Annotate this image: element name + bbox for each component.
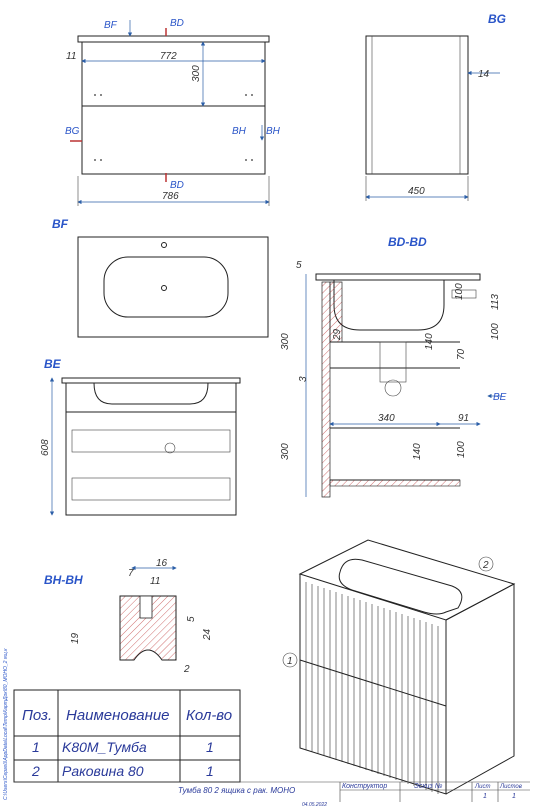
side-view: BG 14 450 xyxy=(365,12,506,201)
front-dots xyxy=(94,94,253,161)
dim-top-offset: 11 xyxy=(66,51,76,62)
table-cell-name: K80M_Тумба xyxy=(62,739,147,755)
dim-bd: 91 xyxy=(458,413,469,424)
dim-bd: 3 xyxy=(298,376,309,382)
top-tap-hole xyxy=(161,242,167,248)
front-section-label: BF xyxy=(104,20,118,31)
dim-bd: 140 xyxy=(424,333,435,350)
detail-bh-label: BH-BH xyxy=(44,573,83,587)
side-body xyxy=(365,35,469,175)
title-date: 04.05.2022 xyxy=(302,802,327,808)
dim-bd: 100 xyxy=(456,441,467,458)
table-cell-pos: 2 xyxy=(31,763,40,779)
detail-bh: BH-BH 16 7 11 5 19 24 2 xyxy=(44,558,213,675)
iso-side xyxy=(445,583,515,795)
table-header-pos: Поз. xyxy=(22,707,52,724)
iso-fluting xyxy=(305,582,439,794)
iso-front xyxy=(299,574,447,795)
callout-circle xyxy=(282,652,298,668)
table-cell-qty: 1 xyxy=(206,739,214,755)
front-section-label: BD xyxy=(170,18,184,29)
file-path-note: С:\Users\Сергей\AppData\Local\Temp\КартД… xyxy=(2,648,9,800)
side-view-label: BG xyxy=(488,12,506,26)
callout-circle xyxy=(478,556,494,572)
section-siphon xyxy=(379,341,407,383)
dim-bd: 29 xyxy=(332,328,343,341)
table-header-qty: Кол-во xyxy=(186,707,232,724)
title-sketch-no: Эскиз № xyxy=(414,783,443,790)
dim-back-offset: 14 xyxy=(478,69,490,80)
dim-detail: 16 xyxy=(156,558,168,569)
front-section-label: BH xyxy=(232,126,247,137)
front-section-label: BG xyxy=(65,126,80,137)
dim-bd: 5 xyxy=(296,260,302,271)
detail-profile xyxy=(119,595,177,661)
dim-bd: 113 xyxy=(490,294,501,310)
table-cell-name: Раковина 80 xyxy=(62,763,144,779)
dim-drawer-height: 300 xyxy=(191,65,202,82)
title-block: Тумба 80 2 ящика с рак. МОНО Конструктор… xyxy=(14,781,530,808)
top-view-label: BF xyxy=(52,217,69,231)
isometric-view: 1 2 xyxy=(282,539,516,795)
dim-detail: 7 xyxy=(128,568,134,579)
section-be: BE 608 xyxy=(40,357,241,516)
section-bd-label: BD-BD xyxy=(388,235,427,249)
section-bd-arrow-label: BE xyxy=(493,392,507,403)
dim-detail: 19 xyxy=(70,632,81,644)
dim-be-height: 608 xyxy=(40,439,51,456)
title-sheet-label: Лист xyxy=(474,784,490,790)
dim-inner-width: 772 xyxy=(160,51,177,62)
callout-number: 2 xyxy=(482,560,489,571)
table-cell-pos: 1 xyxy=(32,739,40,755)
dim-bd: 100 xyxy=(454,283,465,300)
section-bd: BD-BD BE 5 100 113 100 300 29 140 70 3 3… xyxy=(280,235,507,498)
dim-detail: 24 xyxy=(202,628,213,641)
front-body xyxy=(81,41,266,175)
table-header-name: Наименование xyxy=(66,707,170,724)
dim-detail: 2 xyxy=(183,664,190,675)
dim-bd: 300 xyxy=(280,443,291,460)
callout-number: 1 xyxy=(287,656,293,667)
title-sheet: 1 xyxy=(483,793,487,800)
top-basin-outline xyxy=(77,236,269,338)
top-basin-bowl xyxy=(103,256,229,318)
section-bowl xyxy=(333,280,445,331)
title-sheets-label: Листов xyxy=(499,784,522,790)
dim-bd: 300 xyxy=(280,333,291,350)
parts-table: Поз. Наименование Кол-во 1 K80M_Тумба 1 … xyxy=(13,689,241,783)
dim-bd: 140 xyxy=(412,443,423,460)
table-cell-qty: 1 xyxy=(206,763,214,779)
dim-detail: 11 xyxy=(150,576,160,587)
title-sheets: 1 xyxy=(512,793,516,800)
dim-bd: 100 xyxy=(490,323,501,340)
title-role: Конструктор xyxy=(342,783,387,790)
be-bowl xyxy=(93,382,209,405)
dim-detail: 5 xyxy=(186,616,197,622)
front-section-label: BD xyxy=(170,180,184,191)
drawing-title: Тумба 80 2 ящика с рак. МОНО xyxy=(178,786,295,795)
dim-bd: 340 xyxy=(378,413,395,424)
dim-overall-width: 786 xyxy=(162,191,179,202)
front-top-panel xyxy=(77,35,270,43)
top-view: BF xyxy=(52,217,269,338)
iso-top xyxy=(298,539,516,621)
front-view: BF BD BG BH BH BD 772 11 300 786 xyxy=(65,18,281,206)
dim-bd: 70 xyxy=(456,348,467,360)
section-be-label: BE xyxy=(44,357,62,371)
front-section-label: BH xyxy=(266,126,281,137)
dim-depth: 450 xyxy=(408,186,425,197)
top-drain xyxy=(161,285,167,291)
